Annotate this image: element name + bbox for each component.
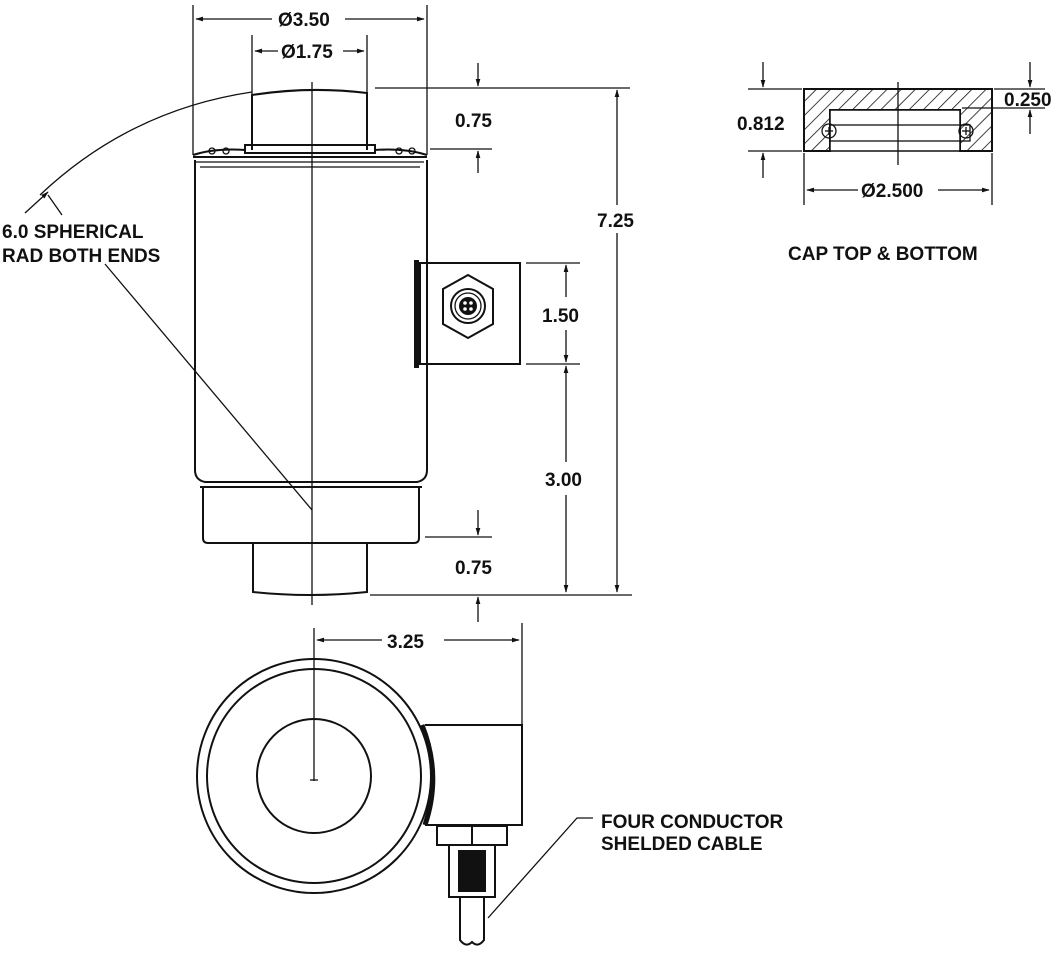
gland-thread xyxy=(458,850,486,892)
dim-outer-diameter: Ø3.50 xyxy=(278,10,330,31)
body-cylinder xyxy=(194,160,428,483)
cable-callout-line2: SHELDED CABLE xyxy=(601,834,763,855)
o-ring-left xyxy=(821,123,837,139)
cable-gland xyxy=(448,844,496,898)
dim-cap-diameter: Ø1.75 xyxy=(281,42,333,63)
top-view: 3.25 FOUR CONDUCTOR SHELDED CABLE xyxy=(196,623,784,946)
o-ring-right xyxy=(958,123,974,139)
connector-nut-right xyxy=(471,825,508,846)
connector-bracket xyxy=(419,262,521,365)
cable-leader xyxy=(487,817,593,919)
lower-band xyxy=(202,487,420,544)
dim-overall-height: 7.25 xyxy=(597,211,634,232)
dim-cap-height: 0.812 xyxy=(737,114,785,135)
top-cap xyxy=(251,88,368,150)
radius-leader xyxy=(104,263,313,511)
radius-callout-line1: 6.0 SPHERICAL xyxy=(2,222,144,243)
cap-detail: 0.812 0.250 Ø2.500 CAP TOP & BOTTOM xyxy=(737,62,1052,265)
dim-connector-to-base: 3.00 xyxy=(545,470,582,491)
radius-callout-line2: RAD BOTH ENDS xyxy=(2,246,160,267)
dim-top-cap-height: 0.75 xyxy=(455,111,492,132)
dim-connector-height: 1.50 xyxy=(542,306,579,327)
cap-detail-title: CAP TOP & BOTTOM xyxy=(788,244,978,265)
top-flange xyxy=(244,144,376,154)
connector-hex-nut xyxy=(442,273,494,340)
front-view: Ø3.50 Ø1.75 xyxy=(2,5,634,622)
cable xyxy=(459,897,485,946)
connector-ring xyxy=(450,288,486,324)
dim-cap-diameter: Ø2.500 xyxy=(861,181,923,202)
dim-bottom-cap-height: 0.75 xyxy=(455,558,492,579)
cable-callout-line1: FOUR CONDUCTOR xyxy=(601,812,784,833)
flange-bolts xyxy=(192,148,428,156)
radius-arc xyxy=(39,91,253,196)
connector-pins xyxy=(459,297,477,315)
connector-block xyxy=(425,724,523,826)
connector-nut-left xyxy=(436,825,473,846)
dim-center-to-connector: 3.25 xyxy=(387,632,424,653)
dim-cap-recess: 0.250 xyxy=(1004,90,1052,111)
bottom-cap xyxy=(252,543,368,596)
